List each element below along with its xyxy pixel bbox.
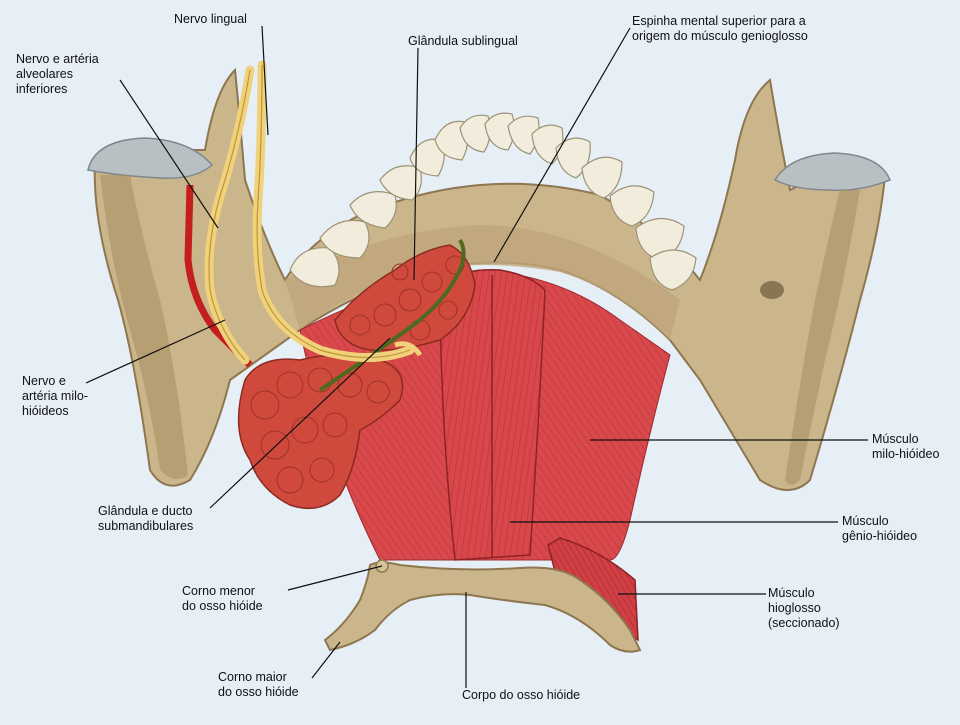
mandible-inner-surface: [285, 225, 680, 340]
label-line: (seccionado): [768, 616, 840, 630]
label-line: Músculo: [768, 586, 815, 600]
label-line: do osso hióide: [218, 685, 299, 699]
label-line: Nervo lingual: [174, 12, 247, 26]
label-line: Nervo e artéria: [16, 52, 99, 66]
label-espinha-mental: Espinha mental superior para a origem do…: [632, 14, 808, 44]
label-nervo-arteria-milo: Nervo e artéria milo- hióideos: [22, 374, 88, 419]
label-corno-menor: Corno menor do osso hióide: [182, 584, 263, 614]
label-nervo-arteria-alveolares: Nervo e artéria alveolares inferiores: [16, 52, 99, 97]
label-line: Nervo e: [22, 374, 66, 388]
label-line: hióideos: [22, 404, 69, 418]
label-line: milo-hióideo: [872, 447, 940, 461]
label-corpo-hioide: Corpo do osso hióide: [462, 688, 580, 703]
leader-lines: [85, 25, 868, 688]
left-ramus-shadow: [100, 175, 188, 479]
lower-teeth: [289, 112, 697, 291]
label-line: artéria milo-: [22, 389, 88, 403]
label-line: Corno menor: [182, 584, 255, 598]
label-line: alveolares: [16, 67, 73, 81]
label-musculo-milo: Músculo milo-hióideo: [872, 432, 939, 462]
label-musculo-hioglosso: Músculo hioglosso (seccionado): [768, 586, 840, 631]
label-line: submandibulares: [98, 519, 194, 533]
label-line: gênio-hióideo: [842, 529, 918, 543]
nerve-branch: [394, 341, 423, 357]
label-line: Espinha mental superior para a: [632, 14, 806, 28]
right-condyle: [773, 152, 891, 192]
hyoid-bone: [323, 561, 642, 653]
label-corno-maior: Corno maior do osso hióide: [218, 670, 299, 700]
label-line: origem do músculo genioglosso: [632, 29, 808, 43]
lingual-nerve-outline: [256, 64, 411, 359]
label-line: hioglosso: [768, 601, 821, 615]
right-ramus-shadow: [785, 190, 860, 485]
label-line: inferiores: [16, 82, 68, 96]
label-line: Músculo: [842, 514, 889, 528]
label-glandula-ducto-sub: Glândula e ducto submandibulares: [98, 504, 193, 534]
label-nervo-lingual: Nervo lingual: [174, 12, 247, 27]
left-condyle: [87, 137, 214, 179]
label-line: Glândula sublingual: [408, 34, 518, 48]
label-line: Corno maior: [218, 670, 287, 684]
label-line: Músculo: [872, 432, 919, 446]
label-line: Corpo do osso hióide: [462, 688, 581, 702]
label-glandula-sublingual: Glândula sublingual: [408, 34, 518, 49]
label-line: do osso hióide: [182, 599, 263, 613]
label-musculo-genio: Músculo gênio-hióideo: [842, 514, 917, 544]
foramen-right: [760, 281, 784, 299]
label-line: Glândula e ducto: [98, 504, 193, 518]
